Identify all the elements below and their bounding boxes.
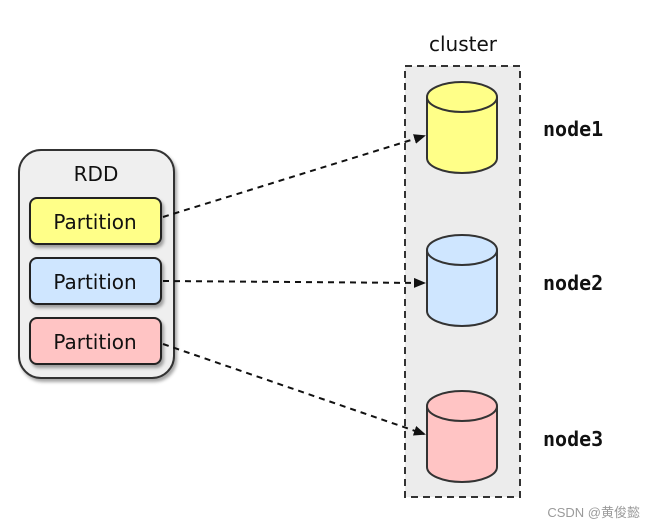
- node1-top: [426, 81, 498, 113]
- partition-1-label: Partition: [53, 210, 136, 234]
- partition-3: Partition: [29, 317, 162, 365]
- node3-body: [426, 406, 498, 483]
- rdd-label: RDD: [74, 162, 119, 186]
- partition-1-box: [29, 197, 162, 245]
- arrow-partition3-to-node3: [162, 343, 426, 436]
- node1-label: node1: [543, 117, 603, 141]
- arrow-partition2-to-node2: [162, 277, 426, 288]
- node2-body: [426, 250, 498, 327]
- node2-label: node2: [543, 271, 603, 295]
- node3-label: node3: [543, 427, 603, 451]
- partition-2-label: Partition: [53, 270, 136, 294]
- node1-cylinder: [426, 81, 498, 174]
- cluster-label: cluster: [429, 32, 498, 56]
- partition-3-label: Partition: [53, 330, 136, 354]
- node1-body: [426, 97, 498, 174]
- node3-cylinder: [426, 390, 498, 483]
- node2-cylinder: [426, 234, 498, 327]
- partition-2: Partition: [29, 257, 162, 305]
- arrow-partition1-to-node1: [162, 134, 426, 218]
- partition-2-box: [29, 257, 162, 305]
- partition-3-box: [29, 317, 162, 365]
- node2-top: [426, 234, 498, 266]
- partition-1: Partition: [29, 197, 162, 245]
- node3-top: [426, 390, 498, 422]
- watermark: CSDN @黄俊懿: [547, 505, 640, 520]
